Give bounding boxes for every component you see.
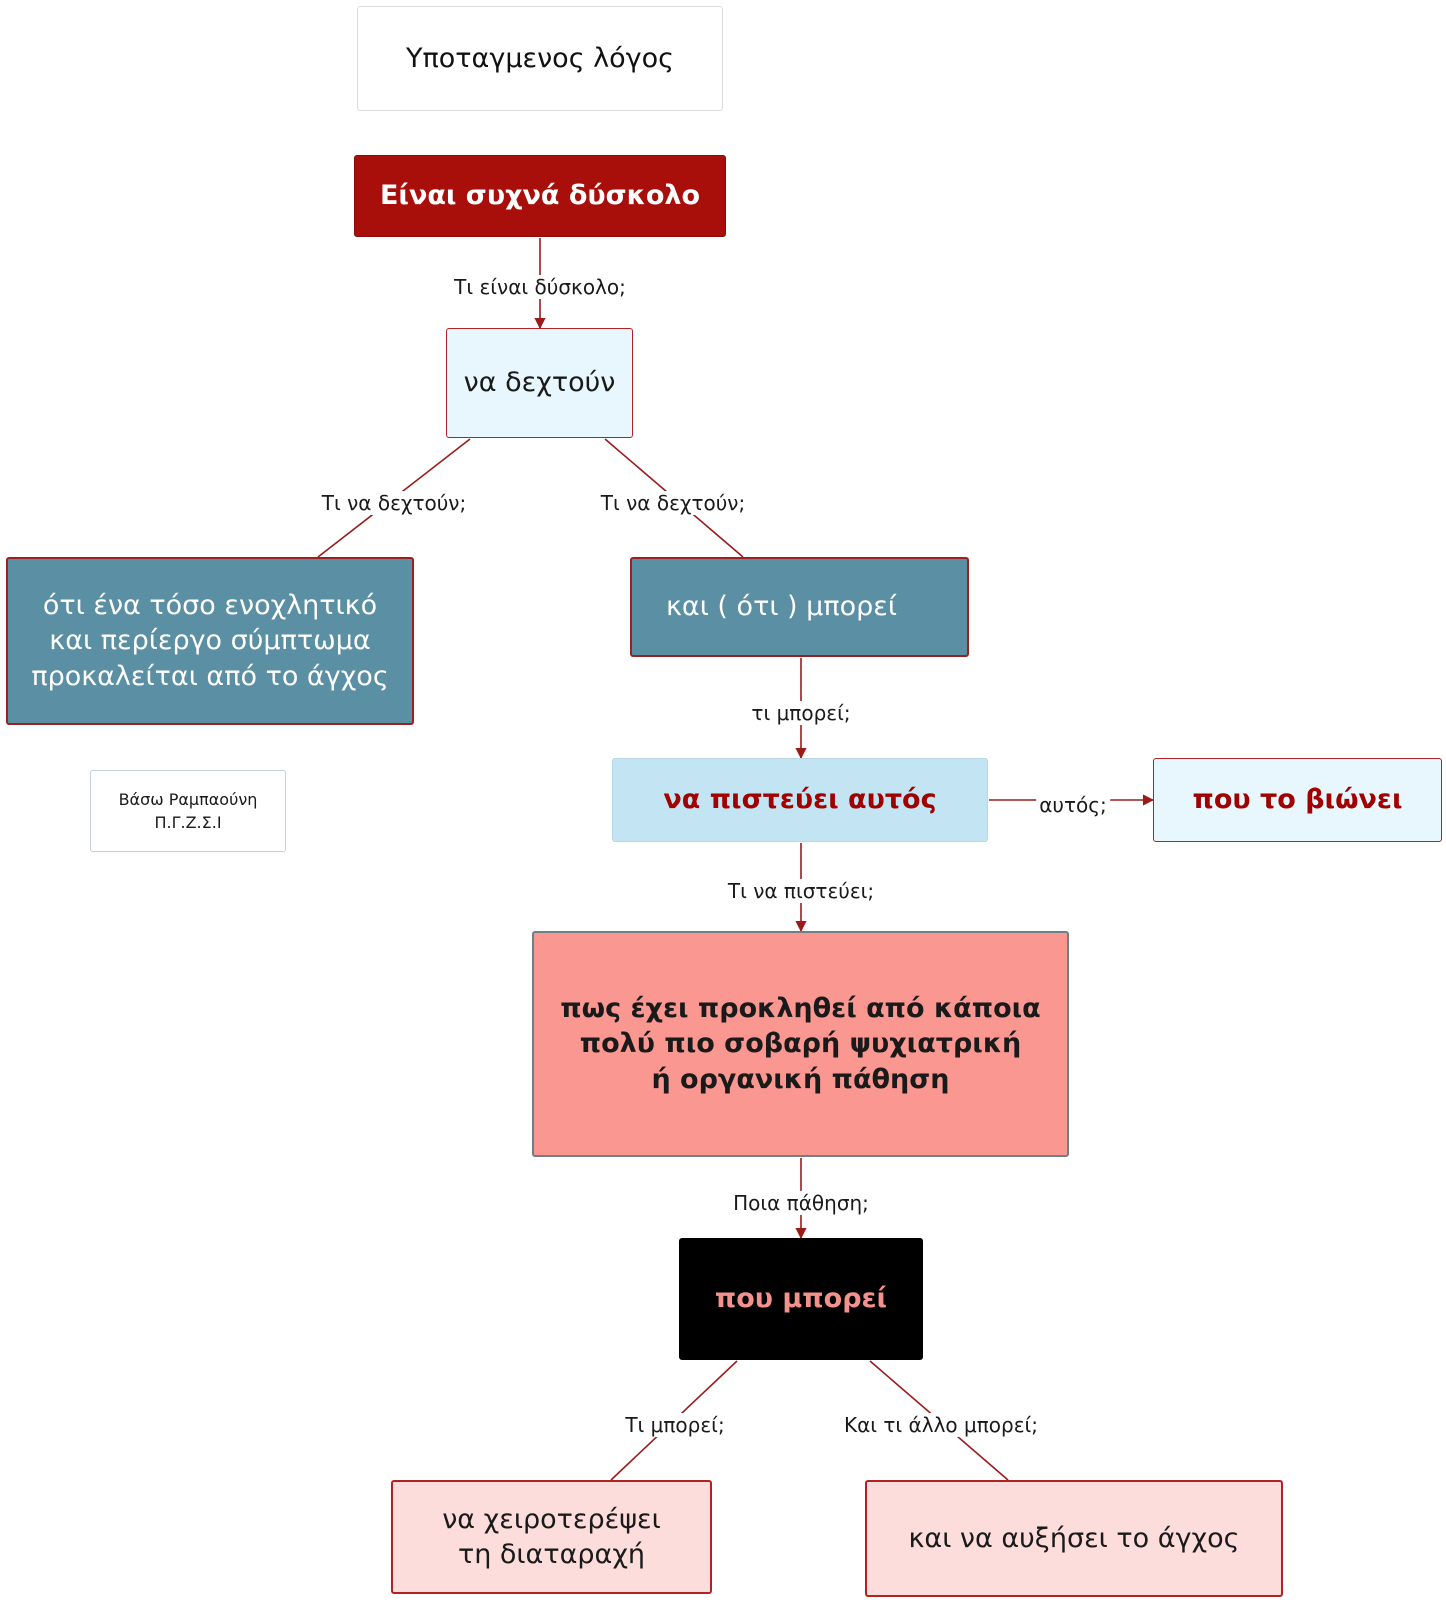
edge-label-accept-what-right: Τι να δεχτούν; xyxy=(597,491,749,515)
node-increase-anxiety: και να αυξήσει το άγχος xyxy=(865,1480,1283,1597)
edge-label-accept-what-left: Τι να δεχτούν; xyxy=(318,491,470,515)
node-serious-condition: πως έχει προκληθεί από κάποια πολύ πιο σ… xyxy=(532,931,1069,1157)
edge-label-what-else-may: Και τι άλλο μπορεί; xyxy=(840,1413,1042,1437)
edge-label-which-condition: Ποια πάθηση; xyxy=(730,1191,872,1215)
node-accept: να δεχτούν xyxy=(446,328,633,438)
edge-label-what-can: τι μπορεί; xyxy=(748,701,854,725)
edge-label-believe-what: Τι να πιστεύει; xyxy=(724,879,878,903)
node-root: Είναι συχνά δύσκολο xyxy=(354,155,726,237)
node-experiences: που το βιώνει xyxy=(1153,758,1442,842)
diagram-title: Υποταγμενος λόγος xyxy=(357,6,723,111)
node-anxiety-cause: ότι ένα τόσο ενοχλητικό και περίεργο σύμ… xyxy=(6,557,414,725)
node-may: που μπορεί xyxy=(679,1238,923,1360)
node-can: και ( ότι ) μπορεί xyxy=(630,557,969,657)
edge-label-he: αυτός; xyxy=(1036,793,1110,817)
edge-label-what-may: Τι μπορεί; xyxy=(622,1413,728,1437)
author-credit: Βάσω Ραμπαούνη Π.Γ.Ζ.Σ.Ι xyxy=(90,770,286,852)
node-believe: να πιστεύει αυτός xyxy=(612,758,988,842)
edge-label-what-is-difficult: Τι είναι δύσκολο; xyxy=(451,275,629,299)
node-worsen: να χειροτερέψει τη διαταραχή xyxy=(391,1480,712,1594)
